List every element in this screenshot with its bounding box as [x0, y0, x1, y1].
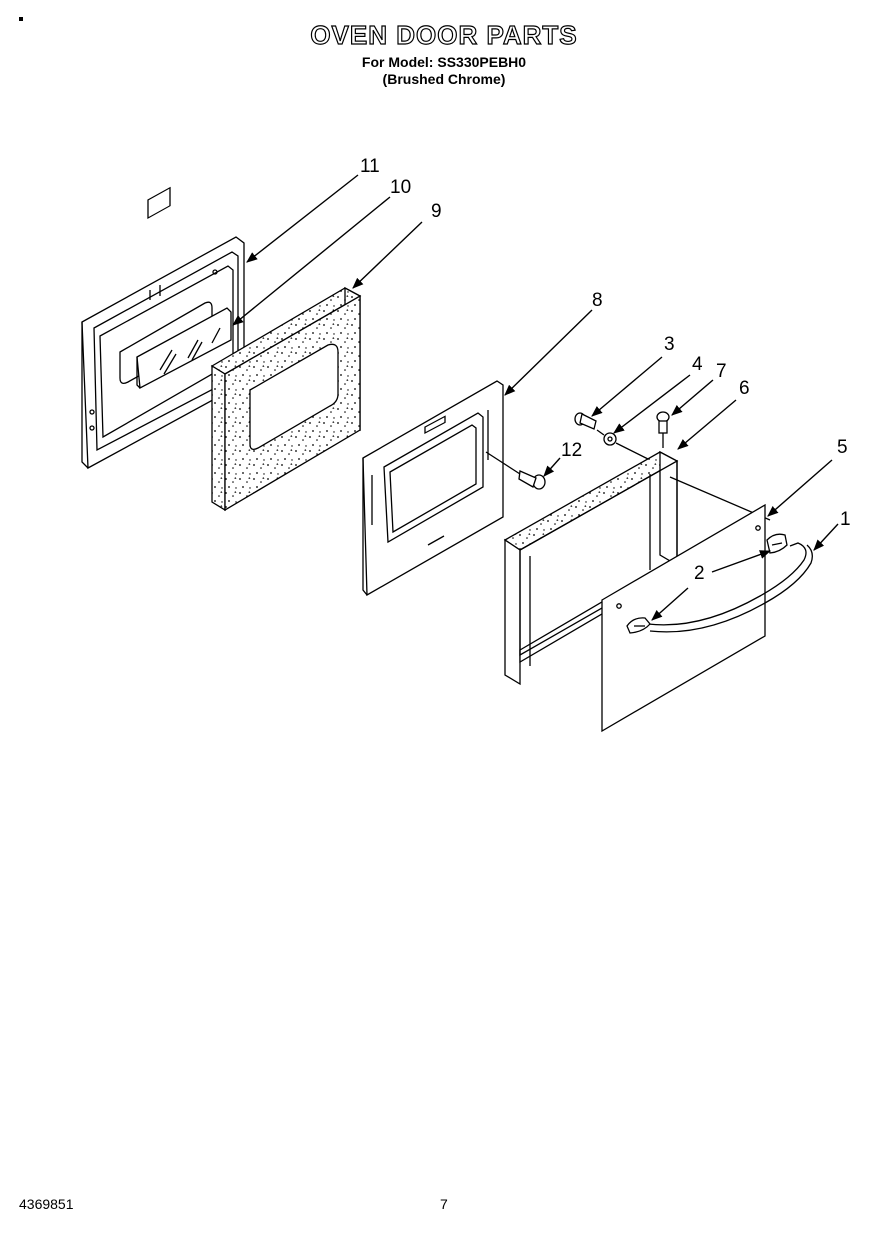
screw-7 — [656, 411, 670, 448]
callout-7: 7 — [716, 361, 727, 382]
document-number: 4369851 — [19, 1196, 74, 1212]
page-number: 7 — [440, 1196, 448, 1212]
screw-3 — [574, 412, 597, 430]
callout-10: 10 — [390, 177, 411, 198]
callout-8: 8 — [592, 290, 603, 311]
corner-mark — [19, 17, 23, 21]
leader-lines — [232, 174, 839, 621]
handle-brackets — [626, 533, 788, 634]
model-line: For Model: SS330PEBH0 — [361, 54, 527, 70]
callout-2: 2 — [694, 563, 705, 584]
callout-1: 1 — [840, 509, 851, 530]
door-insulation — [210, 286, 362, 512]
callout-11: 11 — [360, 156, 380, 177]
screw-12 — [485, 451, 546, 490]
washer-4 — [596, 429, 661, 466]
callout-5: 5 — [837, 437, 848, 458]
window-glass — [136, 307, 232, 390]
finish-line: (Brushed Chrome) — [382, 71, 506, 87]
page-title: OVEN DOOR PARTS — [310, 19, 578, 50]
callout-12: 12 — [561, 440, 582, 461]
outer-door-panel — [601, 503, 766, 733]
callout-9: 9 — [431, 201, 442, 222]
callout-4: 4 — [692, 354, 703, 375]
callout-6: 6 — [739, 378, 750, 399]
callout-3: 3 — [664, 334, 675, 355]
door-liner — [362, 380, 504, 597]
door-handle — [647, 542, 813, 633]
